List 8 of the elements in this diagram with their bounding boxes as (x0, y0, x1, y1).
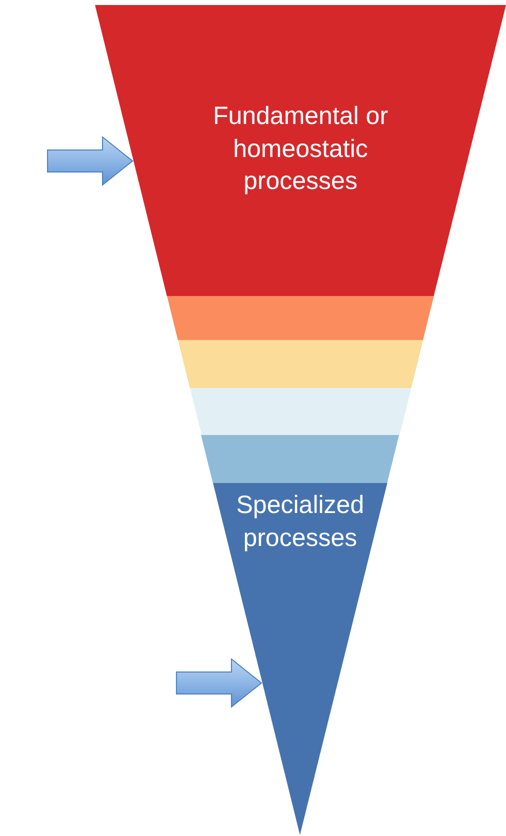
funnel-band (178, 340, 423, 388)
band-label: Specialized processes (235, 490, 366, 554)
band-label: Fundamental or homeostatic processes (212, 101, 390, 197)
block-arrow (47, 136, 134, 186)
funnel-band (166, 296, 434, 340)
funnel-band (201, 435, 400, 483)
block-arrow (176, 658, 262, 708)
funnel-band (190, 388, 411, 435)
